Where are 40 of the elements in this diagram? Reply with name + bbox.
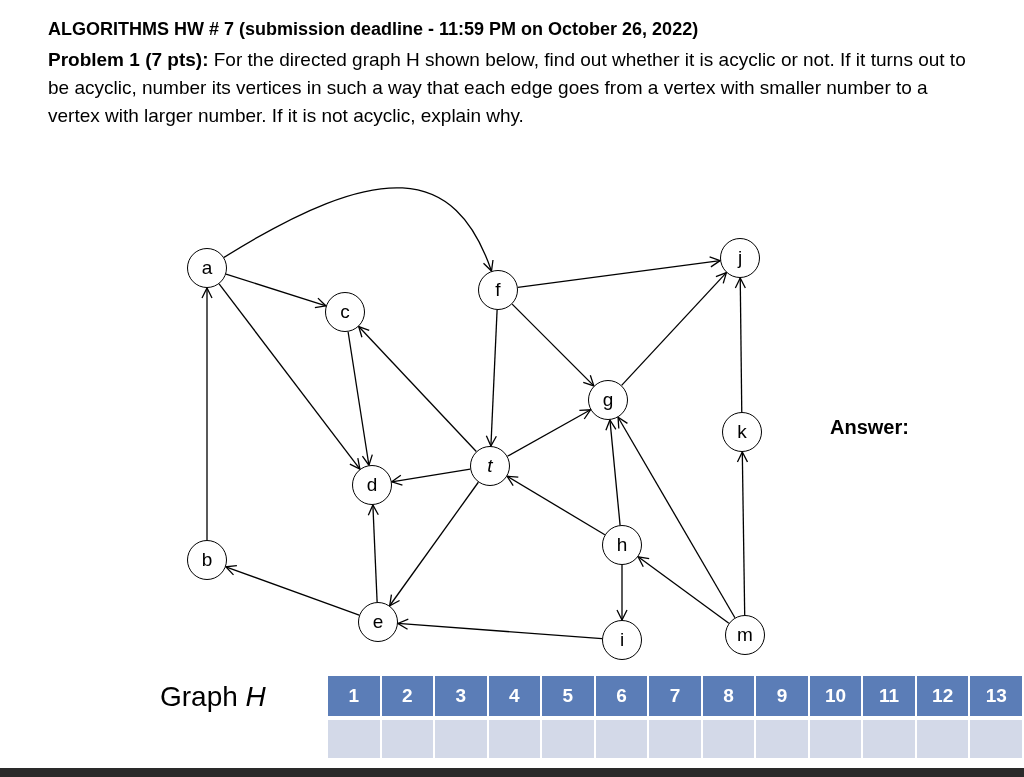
arrow [736,451,749,616]
number-cell: 12 [916,676,971,716]
arrow [347,331,373,466]
number-cell: 4 [488,676,543,716]
arrow [367,504,379,603]
number-cell: 8 [702,676,757,716]
arrow [617,416,736,619]
arrow [201,287,213,541]
number-cell: 7 [649,676,703,716]
answer-label: Answer: [830,415,909,440]
arrow [506,409,592,457]
arrow [223,187,493,272]
number-cell: 10 [809,676,864,716]
arrow [218,283,361,470]
arrow [620,272,728,386]
arrow [389,481,479,607]
arrow [225,273,327,309]
problem-text: Problem 1 (7 pts): For the directed graph H shown below, find out whether it is acyclic or not. If it turns out to be acyclic, number its vertices in such a way that each edge goes from a vertex with smaller number to a vertex with larger number. If it is not acyclic, explain why. [48,48,967,128]
title: ALGORITHMS HW # 7 (submission deadline - 11:59 PM on October 26, 2022) [48,18,699,41]
arrow [397,618,603,640]
arrow [616,564,628,621]
arrow [517,256,721,289]
number-cell: 13 [970,676,1024,716]
arrow [225,564,360,616]
arrow [734,277,746,413]
number-cell: 3 [435,676,489,716]
number-cell: 2 [381,676,436,716]
number-cell: 9 [756,676,810,716]
number-cell: 6 [595,676,650,716]
arrow [637,556,730,624]
arrow [511,303,595,387]
arrow [506,475,606,536]
graph-caption: Graph H [160,680,266,714]
number-cell: 5 [542,676,596,716]
number-cell: 11 [863,676,917,716]
arrow [485,309,498,447]
arrow [358,325,477,453]
number-cell: 1 [328,676,382,716]
arrow [391,468,471,486]
arrow [605,419,621,526]
